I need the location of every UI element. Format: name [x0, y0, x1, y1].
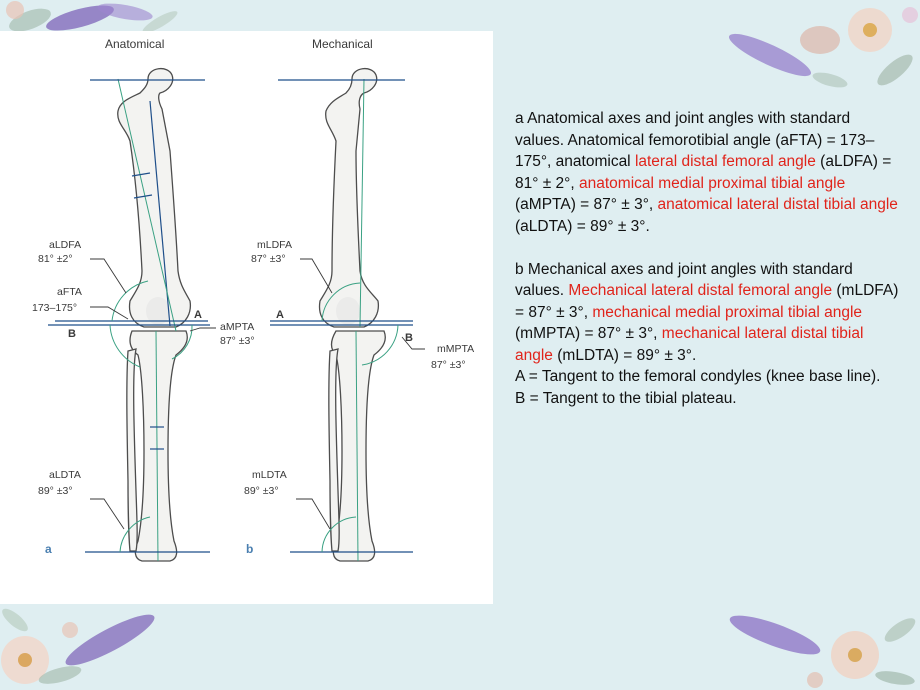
caption-line-b-definition: B = Tangent to the tibial plateau.	[515, 389, 737, 407]
floral-decoration-top-right	[728, 7, 918, 88]
aLDTA-label: aLDTA	[49, 469, 81, 481]
mLDTA-arc	[321, 516, 357, 553]
aFTA-value: 173–175°	[32, 302, 77, 314]
caption-b-part-1: b Mechanical axes and joint angles with …	[515, 260, 853, 300]
line-b-label-a: B	[68, 328, 76, 340]
aMPTA-arc	[171, 324, 193, 360]
caption-b-mpta: mechanical medial proximal tibial angle	[592, 303, 863, 321]
caption-a-part-3: (aLDFA) = 81° ± 2°,	[515, 153, 892, 192]
caption-a-part-5: (aMPTA) = 87° ± 3°,	[515, 196, 658, 213]
femoral-mechanical-axis-b	[359, 78, 365, 328]
caption-b-ldta: mechanical lateral distal tibial angle	[515, 325, 864, 364]
aMPTA-label: aMPTA	[220, 321, 254, 333]
panel-b-bones	[318, 68, 386, 562]
aLDTA-value: 89° ±3°	[38, 485, 73, 497]
caption-b-ldfa: Mechanical lateral distal femoral angle	[568, 282, 833, 299]
femur-tick-1-a	[131, 172, 151, 177]
line-a-label-a: A	[194, 309, 202, 321]
caption-a-mpta: anatomical medial proximal tibial angle	[579, 174, 846, 192]
aFTA-label: aFTA	[57, 286, 82, 298]
tibial-axis-a	[155, 330, 159, 562]
mLDFA-label: mLDFA	[257, 239, 292, 251]
panel-a-letter: a	[45, 542, 52, 556]
aLDTA-arc	[119, 516, 151, 553]
femur-tick-2-a	[133, 194, 153, 199]
aMPTA-leader	[189, 327, 216, 332]
floral-decoration-top-left	[6, 1, 178, 33]
caption-b-part-3: (mLDFA) = 87° ± 3°,	[515, 282, 899, 321]
mLDFA-value: 87° ±3°	[251, 253, 286, 265]
caption-paragraph-a: a Anatomical axes and joint angles with …	[515, 108, 900, 237]
aMPTA-value: 87° ±3°	[220, 335, 255, 347]
mLDTA-value: 89° ±3°	[244, 485, 279, 497]
panel-a-bones	[117, 68, 192, 562]
mLDTA-label: mLDTA	[252, 469, 287, 481]
aFTA-arc	[109, 324, 141, 368]
caption-line-a-definition: A = Tangent to the femoral condyles (kne…	[515, 368, 881, 385]
leg-axes-diagram: Anatomical	[32, 37, 474, 562]
femoral-shaft-axis-a	[117, 78, 177, 332]
figure-panel: Anatomical	[0, 31, 493, 604]
caption-spacer	[515, 237, 900, 259]
caption-a-ldta: anatomical lateral distal tibial angle	[657, 196, 898, 213]
mLDFA-leader	[300, 258, 333, 294]
mMPTA-value: 87° ±3°	[431, 359, 466, 371]
mLDTA-leader	[296, 498, 331, 530]
mMPTA-arc	[361, 324, 399, 366]
caption-paragraph-b: b Mechanical axes and joint angles with …	[515, 259, 900, 367]
caption-b-part-7: (mLDTA) = 89° ± 3°.	[552, 346, 697, 364]
caption-a-part-7: (aLDTA) = 89° ± 3°.	[515, 217, 650, 235]
mMPTA-label: mMPTA	[437, 343, 474, 355]
caption-a-part-1: a Anatomical axes and joint angles with …	[515, 110, 875, 170]
caption-b-part-5: (mMPTA) = 87° ± 3°,	[515, 325, 662, 342]
floral-decoration-bottom-right	[729, 615, 916, 688]
caption-a-ldfa: lateral distal femoral angle	[634, 153, 816, 170]
figure-caption: a Anatomical axes and joint angles with …	[515, 108, 900, 409]
line-a-label-b: A	[276, 309, 284, 321]
panel-a-title: Anatomical	[105, 37, 164, 51]
aLDFA-leader	[90, 258, 127, 294]
aLDFA-label: aLDFA	[49, 239, 81, 251]
aLDFA-value: 81° ±2°	[38, 253, 73, 265]
mLDFA-arc	[321, 282, 361, 322]
mMPTA-leader	[401, 336, 425, 350]
panel-b-letter: b	[246, 542, 253, 556]
tibial-mechanical-axis-b	[355, 330, 359, 562]
panel-b-title: Mechanical	[312, 37, 373, 51]
aLDTA-leader	[90, 498, 125, 530]
aFTA-leader	[90, 306, 129, 320]
aLDFA-arc	[111, 280, 149, 322]
floral-decoration-bottom-left	[1, 608, 155, 684]
line-b-label-b: B	[405, 332, 413, 344]
